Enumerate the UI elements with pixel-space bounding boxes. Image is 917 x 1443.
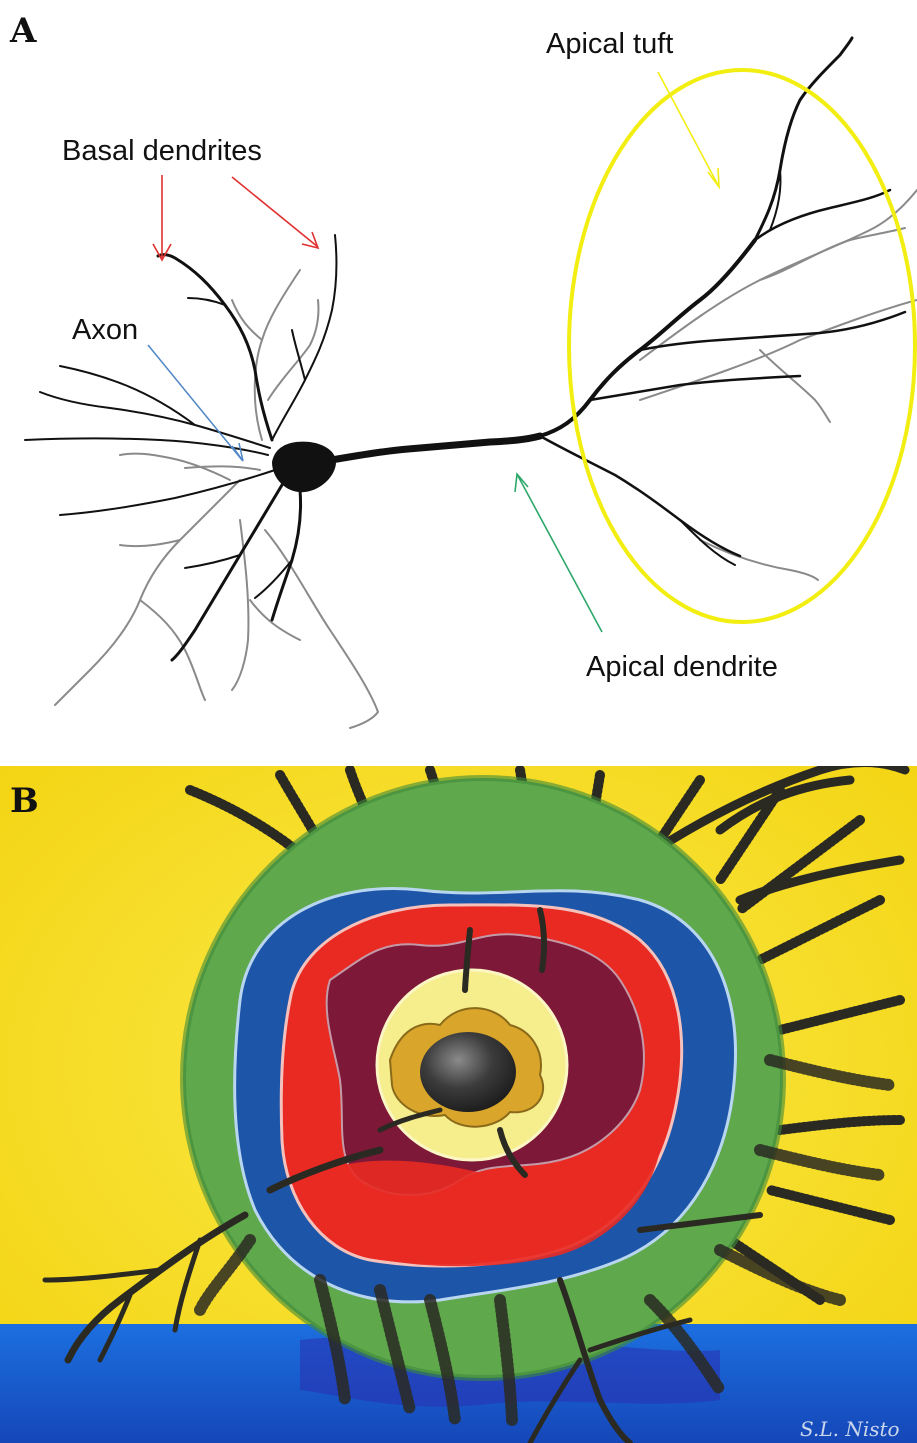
- panel-a: A Basal dendrites Axon Apical tuft Apica…: [0, 0, 917, 760]
- label-axon: Axon: [72, 314, 138, 346]
- panel-b: S.L. Nisto B: [0, 763, 917, 1443]
- panel-a-letter: A: [9, 11, 37, 51]
- label-apical-tuft: Apical tuft: [546, 28, 673, 60]
- label-apical-dendrite: Apical dendrite: [586, 651, 778, 683]
- label-basal-dendrites: Basal dendrites: [62, 135, 262, 167]
- nucleus: [420, 1032, 516, 1112]
- artist-signature: S.L. Nisto: [800, 1417, 900, 1441]
- panel-b-letter: B: [10, 781, 39, 821]
- panel-a-background: [0, 0, 917, 760]
